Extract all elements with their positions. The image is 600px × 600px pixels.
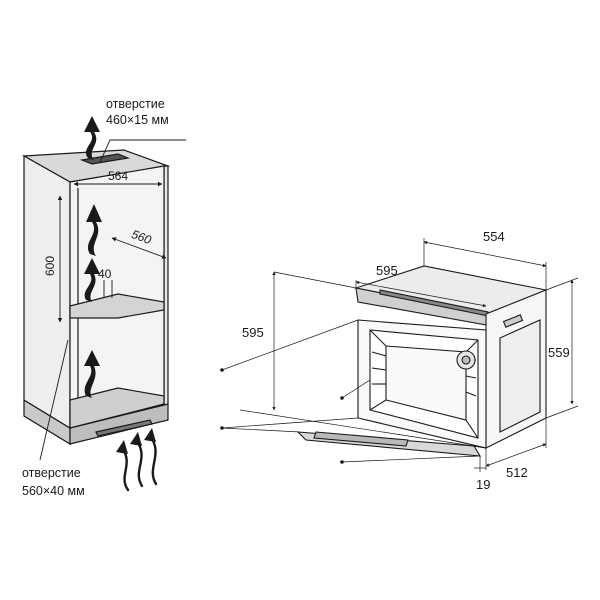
cabinet-bottom-shelf <box>69 387 165 429</box>
oven-rack-rail-6 <box>465 391 477 397</box>
airflow-arrow-top <box>84 116 100 160</box>
dim-554-label: 554 <box>483 229 505 244</box>
ref-dot-4 <box>340 460 344 464</box>
intake-arrowhead-3 <box>144 428 156 442</box>
airflow-arrow-lower <box>84 350 100 398</box>
bottom-opening-label-line2: 560×40 мм <box>22 484 85 498</box>
top-opening-label-line1: отверстие <box>106 97 165 111</box>
dim-560-line <box>111 237 167 259</box>
dim-595-height-label: 595 <box>242 325 264 340</box>
airflow-arrow-upper <box>86 204 102 256</box>
dim-19-label: 19 <box>476 477 491 492</box>
intake-arrowhead-2 <box>130 432 142 446</box>
dim-564-label: 564 <box>108 169 129 183</box>
oven-rack-rail-1 <box>371 351 387 357</box>
intake-arrow-1 <box>120 446 130 492</box>
cabinet-drawing <box>21 149 171 446</box>
top-opening-label-line2: 460×15 мм <box>106 113 169 127</box>
top-opening-leader <box>99 139 186 163</box>
oven-rack-rail-2 <box>371 367 387 371</box>
dim-554-line <box>423 240 547 268</box>
dim-559-label: 559 <box>548 345 570 360</box>
oven-side-panel <box>499 319 541 433</box>
oven-dimension-lines <box>221 238 579 472</box>
dim-595-width-line <box>355 280 487 308</box>
dim-595-width-label: 595 <box>376 263 398 278</box>
ref-dot-3 <box>340 396 344 400</box>
cabinet-left-side <box>23 154 71 430</box>
airflow-arrows <box>84 116 102 398</box>
ref-dot-1 <box>220 368 224 372</box>
airflow-arrow-mid <box>84 258 100 302</box>
dim-512-label: 512 <box>506 465 528 480</box>
oven-door-glass <box>313 431 409 447</box>
dim-600-label: 600 <box>43 255 57 276</box>
dim-40-label: 40 <box>98 267 112 281</box>
cabinet-top-slot <box>79 153 131 165</box>
cabinet-dimension-lines <box>57 181 167 323</box>
cabinet-bottom-slot <box>95 419 153 437</box>
dim-512-line <box>485 443 547 467</box>
oven-rack-rail-5 <box>465 375 477 379</box>
intake-arrow-2 <box>134 438 144 488</box>
intake-arrowhead-1 <box>116 440 128 454</box>
bottom-opening-label-line1: отверстие <box>22 466 81 480</box>
intake-arrow-3 <box>148 434 158 486</box>
cabinet-middle-shelf <box>69 293 165 319</box>
ref-dot-2 <box>220 426 224 430</box>
bottom-opening-leader <box>39 339 69 461</box>
oven-side-handle <box>502 314 524 328</box>
